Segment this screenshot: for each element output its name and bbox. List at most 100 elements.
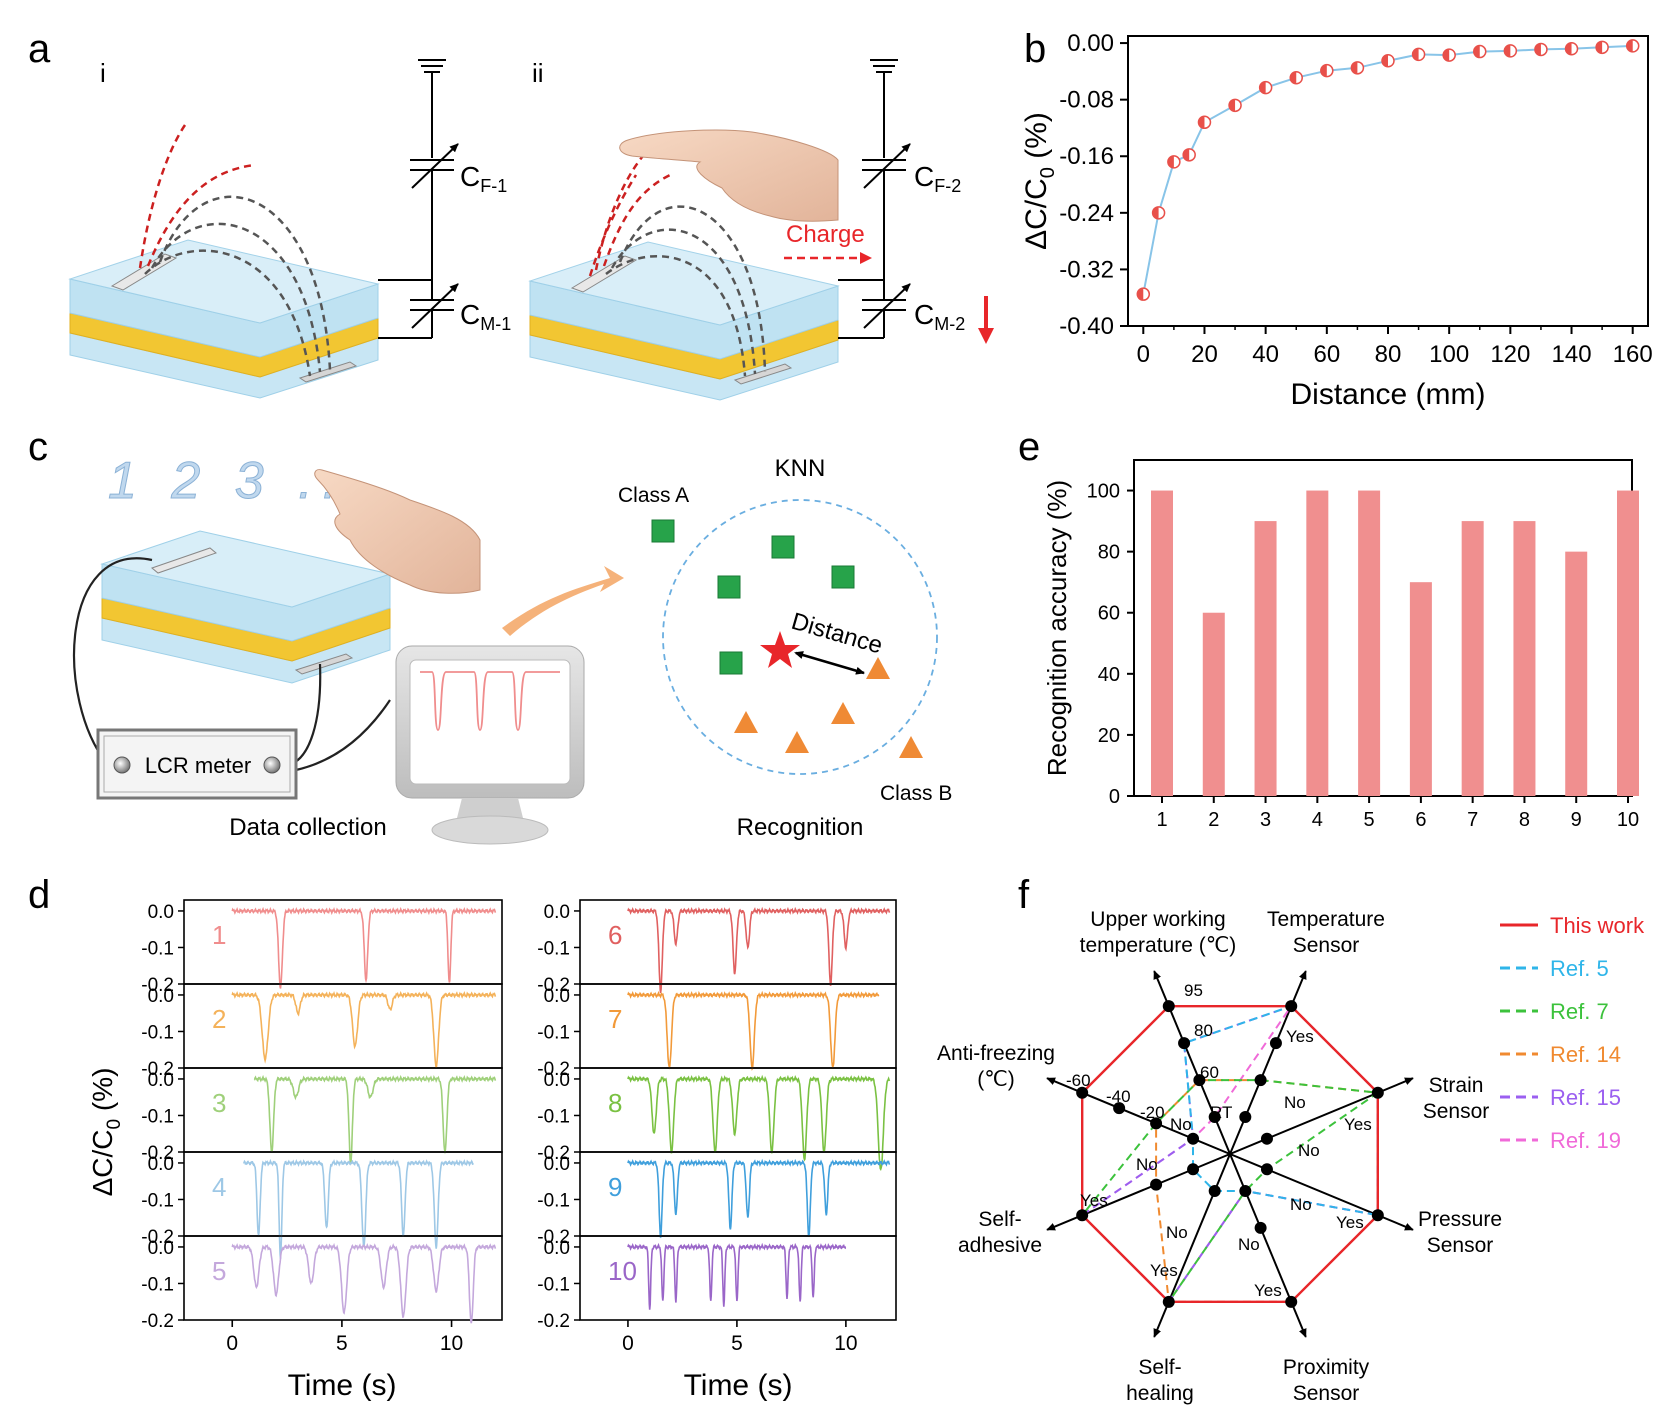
bottom-electrode-i xyxy=(298,361,358,383)
bar xyxy=(1513,521,1536,796)
y-tick-label: -0.32 xyxy=(1059,256,1114,283)
signal-trace xyxy=(253,1074,497,1164)
x-tick-label: 5 xyxy=(731,1332,743,1355)
level-label-80: 80 xyxy=(1194,1021,1213,1040)
circuit-ii xyxy=(838,59,911,339)
bar xyxy=(1565,551,1588,796)
radar-level-dot xyxy=(1162,1000,1175,1013)
x-tick-label: 120 xyxy=(1490,341,1530,368)
x-tick-label: 100 xyxy=(1429,341,1469,368)
class-b-point xyxy=(831,702,855,724)
radar-level-dot xyxy=(1193,1074,1206,1087)
data-point xyxy=(1350,61,1365,75)
x-tick-label: 80 xyxy=(1375,341,1402,368)
legend-item: Ref. 15 xyxy=(1500,1085,1621,1110)
data-point-fill xyxy=(1382,54,1388,67)
data-point-fill xyxy=(1504,44,1511,57)
lcr-terminal-left xyxy=(113,756,131,774)
lcr-meter xyxy=(96,728,298,800)
class-a-points xyxy=(651,519,855,675)
x-tick-label: 0 xyxy=(1137,341,1150,368)
subplot-frame xyxy=(579,899,897,985)
radar-axis-title: Anti-freezing (℃) xyxy=(937,1042,1055,1091)
legend-label: Ref. 15 xyxy=(1550,1085,1621,1110)
radar-level-dot xyxy=(1371,1209,1384,1222)
x-tick-label: 4 xyxy=(1312,809,1323,831)
radar-axis-title: Self-adhesive xyxy=(958,1208,1042,1257)
signal-index-label: 7 xyxy=(608,1004,622,1034)
y-tick-label: -0.1 xyxy=(141,1190,174,1211)
radar-level-dot xyxy=(1254,1221,1267,1234)
y-tick-label: -0.24 xyxy=(1059,200,1114,227)
legend-item: Ref. 19 xyxy=(1500,1128,1621,1153)
radar-level-dot xyxy=(1162,1295,1175,1308)
y-tick-label: -0.1 xyxy=(537,1190,570,1211)
radar-level-dot xyxy=(1239,1184,1252,1197)
bar xyxy=(1151,490,1173,796)
panel-e-letter: e xyxy=(1018,425,1040,469)
recognition-label: Recognition xyxy=(737,814,864,841)
signal-trace xyxy=(627,906,891,994)
signal-trace xyxy=(627,990,880,1071)
y-tick-label: 0.0 xyxy=(148,1154,174,1175)
signal-index-label: 4 xyxy=(212,1172,226,1202)
radar-axis-title-line: Proximity xyxy=(1283,1356,1370,1379)
x-tick-label: 6 xyxy=(1415,809,1426,831)
y-tick-label: -0.1 xyxy=(141,1106,174,1127)
x-tick-label: 0 xyxy=(226,1332,238,1355)
wire-left xyxy=(72,557,153,766)
radar-axis-title-line: Sensor xyxy=(1423,1100,1490,1123)
class-b-point xyxy=(899,736,923,758)
bar xyxy=(1461,521,1484,796)
cap-m2-label: CM-2 xyxy=(914,299,965,334)
class-a-point xyxy=(831,565,855,589)
y-tick-label: -0.1 xyxy=(141,1274,174,1295)
data-point-fill xyxy=(1596,41,1603,54)
data-point-fill xyxy=(1626,39,1633,52)
y-tick-label: -0.2 xyxy=(141,1143,174,1164)
legend-item: Ref. 7 xyxy=(1500,999,1609,1024)
level-label-no: No xyxy=(1170,1115,1192,1134)
legend-label: Ref. 14 xyxy=(1550,1042,1621,1067)
level-label-minus-40: -40 xyxy=(1106,1087,1131,1106)
y-tick-label: -0.2 xyxy=(537,1143,570,1164)
signal-trace xyxy=(627,1242,847,1310)
radar-level-dot xyxy=(1371,1086,1384,1099)
x-tick-label: 140 xyxy=(1552,341,1592,368)
signal-index-label: 2 xyxy=(212,1004,226,1034)
signal-subplot: 0.0-0.1-0.23 xyxy=(141,1067,503,1164)
panel-c-letter: c xyxy=(28,425,48,469)
y-tick-label: -0.1 xyxy=(537,1022,570,1043)
radar-axis-title-line: Anti-freezing xyxy=(937,1042,1055,1065)
y-tick-label: 0.0 xyxy=(544,986,570,1007)
class-a-label: Class A xyxy=(618,484,689,507)
panel-a-letter: a xyxy=(28,27,51,71)
y-tick-label: -0.40 xyxy=(1059,313,1114,340)
data-point-fill xyxy=(1320,64,1327,77)
y-tick-label: 0.00 xyxy=(1067,30,1114,57)
radar-axis-title-line: Temperature xyxy=(1267,908,1385,931)
legend-item: Ref. 14 xyxy=(1500,1042,1621,1067)
radar-axis-title-line: Sensor xyxy=(1427,1234,1494,1257)
monitor-signal xyxy=(420,671,560,731)
data-point-fill xyxy=(1137,288,1144,301)
cap-f1-label: CF-1 xyxy=(460,161,507,196)
data-point xyxy=(1564,41,1579,56)
legend-label: This work xyxy=(1550,913,1645,938)
radar-level-dot xyxy=(1208,1184,1221,1197)
class-b-points xyxy=(734,657,923,758)
signal-trace xyxy=(627,1074,891,1172)
y-tick-label: 0.0 xyxy=(148,986,174,1007)
y-tick-label: -0.1 xyxy=(537,938,570,959)
radar-axis-title-line: (℃) xyxy=(977,1068,1015,1091)
y-tick-label: 20 xyxy=(1098,725,1120,747)
radar-level-dot xyxy=(1187,1163,1200,1176)
x-tick-label: 5 xyxy=(1364,809,1375,831)
radar-axis-title-line: Sensor xyxy=(1293,1382,1360,1405)
